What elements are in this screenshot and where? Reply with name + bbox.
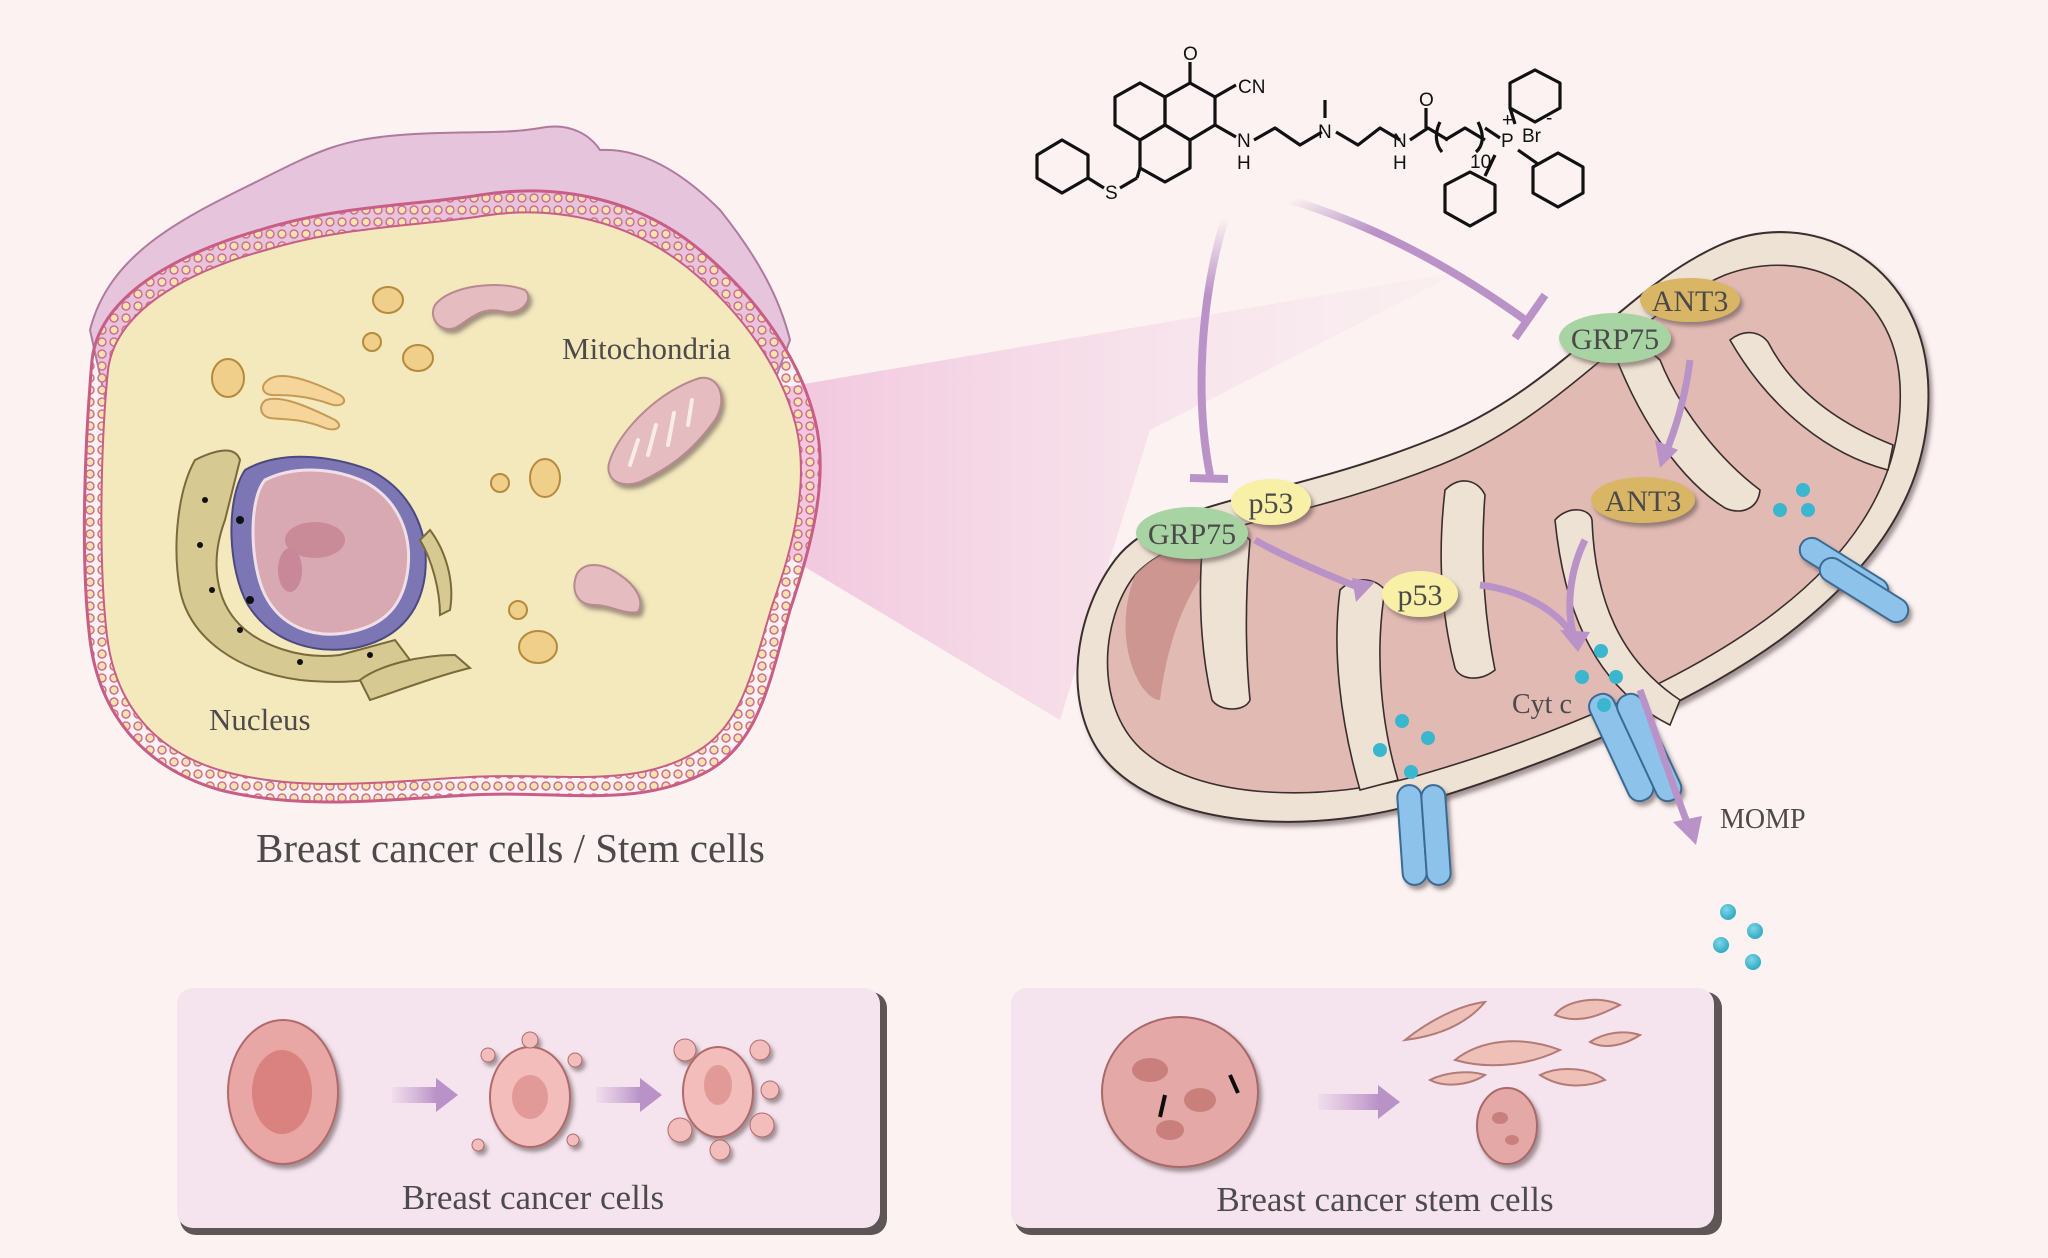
compound-structure: O CN S N H N N H O 10 P + Br - [1035, 44, 1585, 228]
protein-ant3-inner: ANT3 [1591, 477, 1695, 523]
atom-amide-h: H [1393, 153, 1407, 174]
channel-center [1588, 692, 1683, 803]
golgi-apparatus [260, 375, 346, 431]
svg-text:ANT3: ANT3 [1605, 485, 1682, 518]
arrow-heads [1352, 440, 1702, 845]
stem-cell-spheroid-large [1101, 1016, 1259, 1168]
cell-cytoplasm [100, 211, 802, 785]
chain-repeat-count: 10 [1470, 152, 1491, 173]
protein-p53-free: p53 [1382, 571, 1458, 617]
svg-text:p53: p53 [1249, 487, 1294, 520]
stem-cells-dispersed [1401, 998, 1643, 1087]
label-cyt-c: Cyt c [1512, 689, 1572, 720]
panel-breast-cancer-stem-cells: Breast cancer stem cells [1011, 988, 1722, 1235]
mitochondrion-matrix [1106, 264, 1901, 794]
panel-2-caption: Breast cancer stem cells [1216, 1180, 1553, 1219]
cell-caption: Breast cancer cells / Stem cells [256, 825, 765, 871]
atom-amine-n: N [1237, 131, 1251, 152]
nucleus [175, 449, 473, 702]
phenalenone-ring-b [1163, 81, 1217, 142]
label-momp: MOMP [1720, 804, 1806, 835]
zoom-beam [660, 272, 1460, 720]
crista-4 [1554, 509, 1681, 727]
panel-breast-cancer-cells: Breast cancer cells [177, 988, 887, 1235]
atom-oxygen-ketone: O [1183, 44, 1198, 65]
cancer-cell-intact [227, 1019, 339, 1165]
atom-sulfur: S [1105, 183, 1118, 204]
phenalenone-ring-a [1113, 81, 1167, 142]
small-mitochondrion-1 [432, 284, 530, 330]
arrow-ant3-to-cytc [1566, 538, 1589, 642]
atom-amide-n: N [1393, 131, 1407, 152]
inhibition-bar-1 [1189, 474, 1229, 483]
phenyl-ring-bottom-left [1443, 170, 1497, 228]
protein-ant3-top: ANT3 [1640, 278, 1740, 322]
phenyl-ring-right [1531, 151, 1585, 209]
released-cyt-c [1713, 904, 1763, 970]
phosphonium-charge: + [1502, 110, 1513, 131]
cyt-c-molecules [1373, 483, 1815, 779]
label-nucleus: Nucleus [209, 702, 311, 737]
atom-phosphorus: P [1501, 131, 1514, 152]
channel-right [1798, 536, 1910, 624]
bromide-charge: - [1546, 108, 1552, 129]
atom-amide-o: O [1419, 90, 1434, 111]
svg-text:GRP75: GRP75 [1148, 518, 1236, 551]
inhibition-line-to-grp75-p53 [1197, 216, 1229, 476]
atom-cyano: CN [1238, 77, 1265, 98]
channel-bottom [1396, 784, 1452, 886]
cyclohexyl-ring [1035, 138, 1090, 195]
crista-6 [1728, 331, 1894, 471]
label-mitochondria: Mitochondria [562, 331, 731, 366]
small-mitochondrion-2 [573, 563, 642, 614]
protein-grp75-left: GRP75 [1136, 507, 1248, 559]
inhibition-arrows [1189, 196, 1549, 483]
small-mitochondrion-focus [607, 376, 723, 486]
protein-p53-complex: p53 [1231, 479, 1311, 525]
cancer-cell-apoptotic [667, 1038, 780, 1161]
cell-illustration: Mitochondria Nucleus [82, 125, 822, 804]
phenyl-ring-top [1508, 68, 1562, 124]
crista-1 [1199, 531, 1251, 710]
crista-2 [1336, 579, 1400, 791]
arrow-momp [1636, 688, 1694, 832]
inhibition-line-to-grp75-ant3 [1288, 196, 1531, 326]
svg-text:p53: p53 [1398, 579, 1443, 612]
atom-tertiary-n: N [1318, 122, 1332, 143]
svg-text:GRP75: GRP75 [1571, 323, 1659, 356]
atom-bromide: Br [1522, 126, 1542, 147]
stem-cell-spheroid-small [1476, 1087, 1538, 1165]
inhibition-bar-2 [1511, 292, 1549, 341]
atom-amine-h: H [1237, 153, 1251, 174]
protein-grp75-top: GRP75 [1559, 313, 1671, 363]
vesicles [211, 286, 561, 664]
panel-1-caption: Breast cancer cells [402, 1178, 664, 1217]
svg-text:ANT3: ANT3 [1652, 285, 1729, 318]
mitochondrion-large: ANT3 GRP75 ANT3 p53 GRP75 p53 Cyt c [1076, 231, 1930, 886]
cancer-cell-fragmenting [471, 1031, 583, 1152]
phenalenone-ring-c [1138, 123, 1192, 184]
